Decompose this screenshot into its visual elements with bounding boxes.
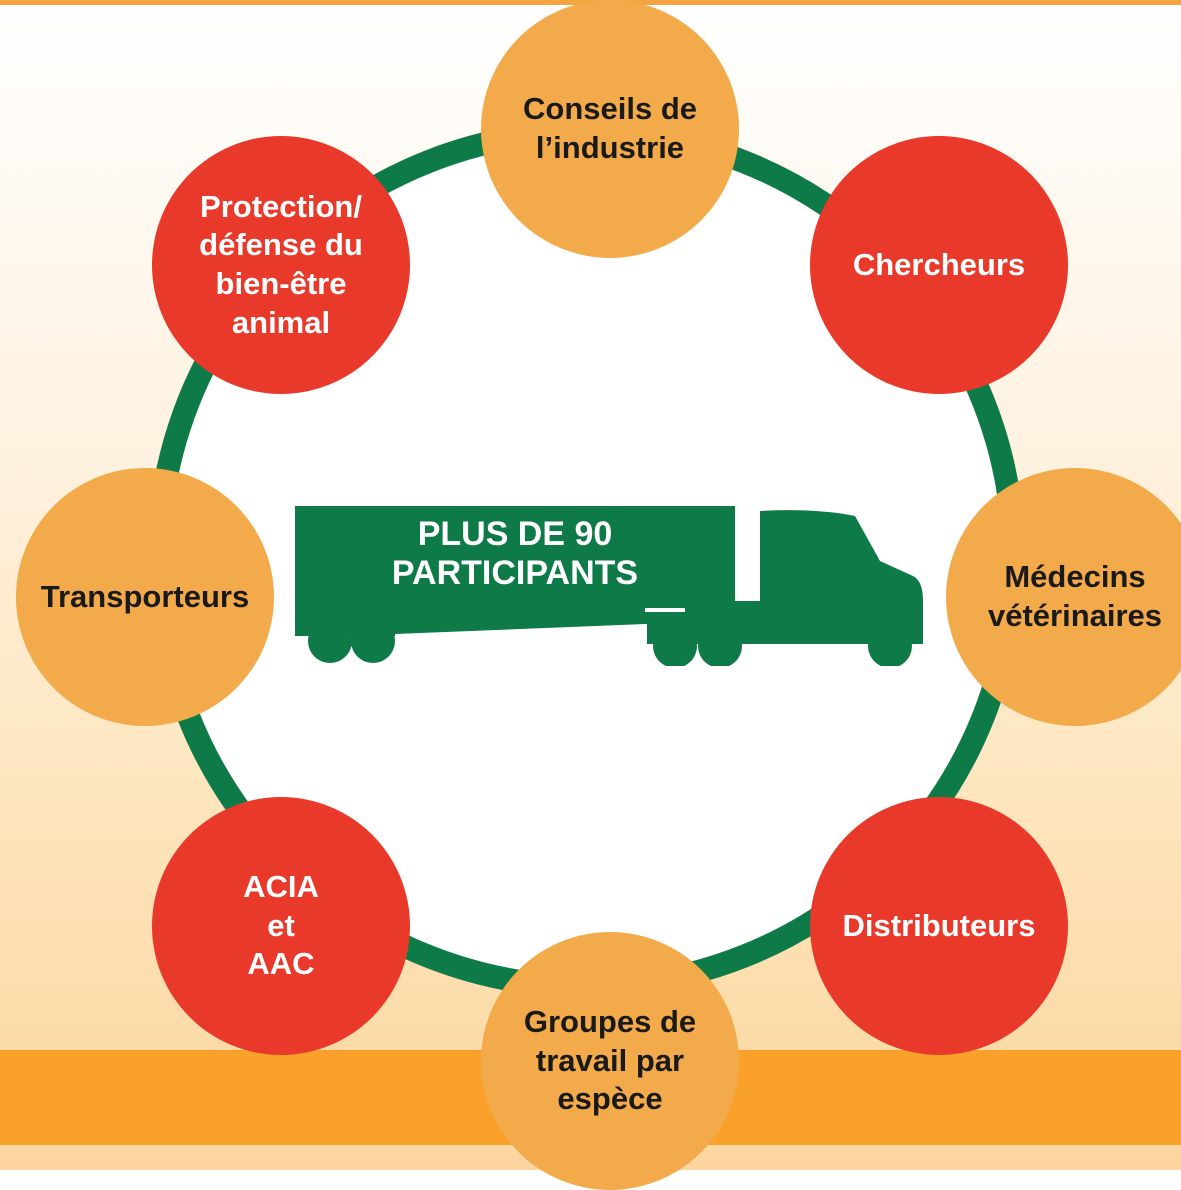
node-acia-aac: ACIA et AAC [152, 797, 410, 1055]
node-conseils-industrie: Conseils de l’industrie [481, 0, 739, 258]
node-medecins-veterinaires: Médecins vétérinaires [946, 468, 1181, 726]
node-label: Chercheurs [852, 246, 1026, 282]
node-label: Médecins vétérinaires [987, 559, 1163, 633]
node-transporteurs: Transporteurs [16, 468, 274, 726]
node-label: Transporteurs [40, 578, 250, 614]
participants-label: PLUS DE 90 PARTICIPANTS [391, 515, 639, 593]
node-label: Protection/ défense du bien-être animal [199, 188, 363, 340]
truck-icon [295, 506, 923, 666]
node-label: Groupes de travail par espèce [523, 1003, 697, 1117]
node-label: ACIA et AAC [243, 868, 319, 982]
node-distributeurs: Distributeurs [810, 797, 1068, 1055]
node-label: Conseils de l’industrie [523, 91, 697, 165]
node-chercheurs: Chercheurs [810, 136, 1068, 394]
node-label: Distributeurs [842, 907, 1036, 943]
node-groupes-travail: Groupes de travail par espèce [481, 932, 739, 1190]
node-protection-bien-etre: Protection/ défense du bien-être animal [152, 136, 410, 394]
